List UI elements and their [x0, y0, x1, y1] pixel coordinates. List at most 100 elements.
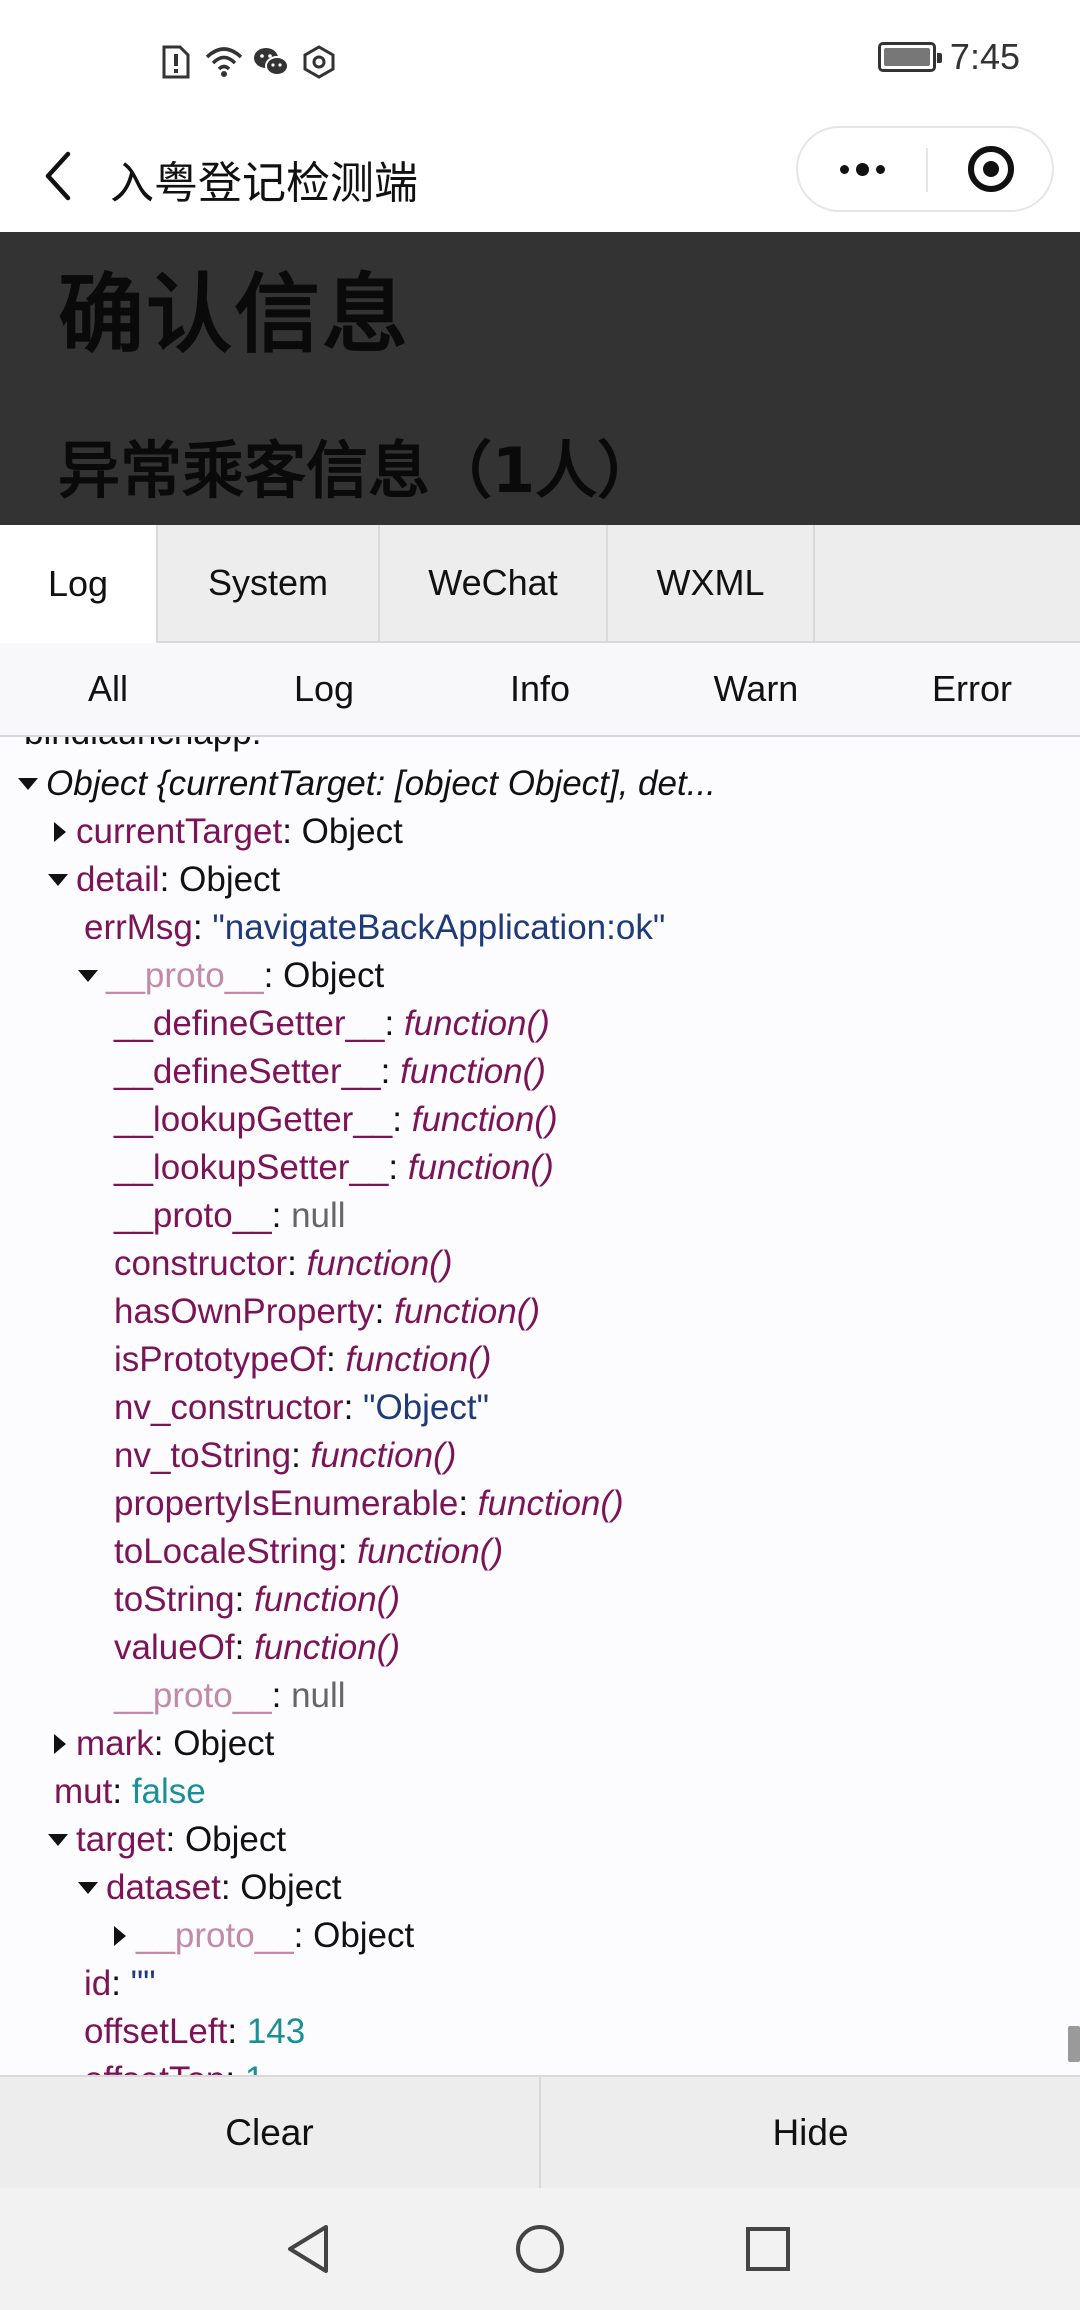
log-key: target — [76, 1820, 166, 1859]
caret-right-icon[interactable] — [114, 1925, 126, 1946]
log-separator: : — [291, 1436, 311, 1475]
log-separator: : — [287, 1244, 307, 1283]
log-key: offsetLeft — [84, 2012, 228, 2051]
log-key: errMsg — [84, 908, 193, 947]
caret-down-icon[interactable] — [18, 777, 38, 790]
close-target-icon[interactable] — [928, 128, 1054, 210]
log-value: "" — [130, 1964, 156, 2003]
log-separator: : — [326, 1340, 346, 1379]
log-key: hasOwnProperty — [114, 1292, 375, 1331]
log-row[interactable]: mark: Object — [50, 1720, 274, 1768]
log-row: nv_toString: function() — [114, 1432, 456, 1480]
log-separator: : — [225, 2060, 244, 2075]
log-value: function() — [310, 1436, 457, 1475]
system-nav-bar — [0, 2188, 1080, 2310]
caret-down-icon[interactable] — [48, 873, 68, 886]
log-separator: : — [384, 1004, 404, 1043]
log-separator: : — [112, 1772, 132, 1811]
log-key: id — [84, 1964, 112, 2003]
filter-warn[interactable]: Warn — [713, 668, 799, 709]
log-separator: : — [282, 812, 302, 851]
log-value: 143 — [246, 2012, 306, 2051]
filter-info[interactable]: Info — [509, 668, 571, 709]
log-separator: : — [234, 1580, 255, 1619]
caret-down-icon[interactable] — [48, 1833, 68, 1846]
log-separator: : — [165, 1820, 185, 1859]
back-arrow-icon[interactable] — [28, 141, 88, 211]
filter-error[interactable]: Error — [932, 668, 1012, 709]
status-right: 7:45 — [877, 36, 1020, 78]
more-dots-icon[interactable] — [798, 128, 926, 210]
console-log-area[interactable]: bindlaunchapp: Object {currentTarget: [o… — [0, 737, 1080, 2075]
status-icons — [156, 42, 338, 82]
log-row: errMsg: "navigateBackApplication:ok" — [84, 904, 665, 952]
caret-down-icon[interactable] — [78, 969, 98, 982]
log-separator: : — [458, 1484, 478, 1523]
log-key: toLocaleString — [114, 1532, 338, 1571]
log-key: Object {currentTarget: [object Object], … — [46, 764, 716, 803]
caret-right-icon[interactable] — [54, 821, 66, 842]
log-key: nv_constructor — [114, 1388, 344, 1427]
log-scrollbar[interactable] — [1068, 2026, 1080, 2062]
log-key: nv_toString — [114, 1436, 292, 1475]
log-row: __proto__: null — [114, 1672, 346, 1720]
log-key: __proto__ — [136, 1916, 294, 1955]
log-value: Object — [301, 812, 403, 851]
log-separator: : — [293, 1916, 314, 1955]
log-row[interactable]: dataset: Object — [78, 1864, 341, 1912]
log-row: toLocaleString: function() — [114, 1528, 503, 1576]
caret-right-icon[interactable] — [54, 1733, 66, 1754]
capsule-menu — [796, 126, 1054, 212]
log-value: Object — [173, 1724, 275, 1763]
log-value: "Object" — [363, 1388, 490, 1427]
log-row: constructor: function() — [114, 1240, 452, 1288]
log-row: __lookupGetter__: function() — [114, 1096, 558, 1144]
filter-log[interactable]: Log — [293, 668, 355, 709]
log-value: function() — [306, 1244, 453, 1283]
nav-home-icon[interactable] — [490, 2188, 590, 2310]
log-key: mark — [76, 1724, 154, 1763]
log-key: __proto__ — [106, 956, 264, 995]
log-row: __defineSetter__: function() — [114, 1048, 546, 1096]
log-row[interactable]: __proto__: Object — [110, 1912, 414, 1960]
nav-back-icon[interactable] — [258, 2188, 358, 2310]
caret-down-icon[interactable] — [78, 1881, 98, 1894]
log-cut-line: bindlaunchapp: — [24, 737, 261, 753]
log-row[interactable]: __proto__: Object — [78, 952, 384, 1000]
log-row: isPrototypeOf: function() — [114, 1336, 491, 1384]
filter-all[interactable]: All — [87, 668, 128, 709]
log-value: Object — [313, 1916, 415, 1955]
log-row[interactable]: detail: Object — [48, 856, 280, 904]
status-time: 7:45 — [949, 36, 1020, 77]
tab-system[interactable]: System — [158, 525, 380, 641]
nav-recents-icon[interactable] — [718, 2188, 818, 2310]
log-value: function() — [345, 1340, 492, 1379]
log-row[interactable]: currentTarget: Object — [50, 808, 403, 856]
log-row[interactable]: Object {currentTarget: [object Object], … — [18, 760, 716, 808]
log-separator: : — [159, 860, 180, 899]
clear-button[interactable]: Clear — [225, 2111, 314, 2153]
log-row: mut: false — [54, 1768, 206, 1816]
tab-log[interactable]: Log — [0, 525, 158, 643]
log-separator: : — [343, 1388, 364, 1427]
log-row: offsetLeft: 143 — [84, 2008, 305, 2056]
hide-button[interactable]: Hide — [539, 2077, 1080, 2188]
console-tabbar: Log System WeChat WXML — [0, 525, 1080, 643]
log-value: function() — [477, 1484, 624, 1523]
log-key: toString — [114, 1580, 235, 1619]
log-key: offsetTop — [84, 2060, 225, 2075]
log-row[interactable]: target: Object — [48, 1816, 286, 1864]
log-key: dataset — [106, 1868, 221, 1907]
tab-wechat[interactable]: WeChat — [380, 525, 608, 641]
log-key: isPrototypeOf — [114, 1340, 327, 1379]
sim-alert-icon — [156, 43, 194, 81]
log-row: hasOwnProperty: function() — [114, 1288, 540, 1336]
page-subheading: 异常乘客信息（1人） — [58, 434, 660, 507]
log-separator: : — [388, 1148, 408, 1187]
log-value: false — [131, 1772, 206, 1811]
log-separator: : — [227, 2012, 247, 2051]
log-key: __lookupGetter__ — [114, 1100, 393, 1139]
wechat-icon — [252, 43, 290, 81]
log-value: function() — [357, 1532, 504, 1571]
tab-wxml[interactable]: WXML — [608, 525, 815, 641]
